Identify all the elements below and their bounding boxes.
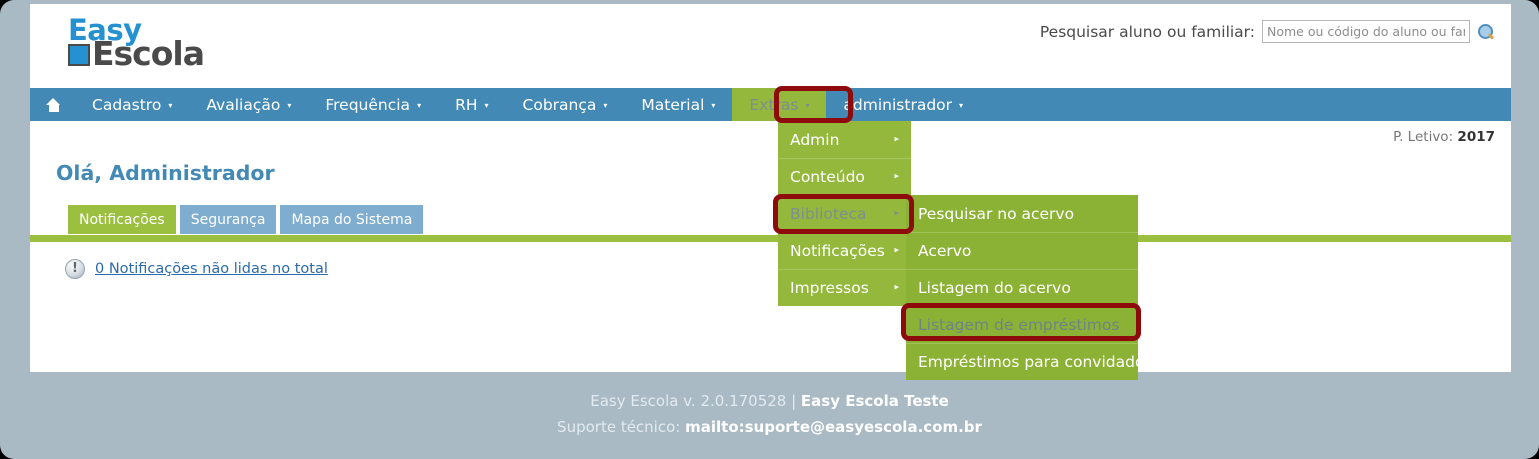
footer-support-line: Suporte técnico: mailto:suporte@easyesco… xyxy=(0,414,1539,440)
chevron-down-icon: ▾ xyxy=(417,100,422,110)
nav-label: Frequência xyxy=(325,95,411,114)
nav-label: RH xyxy=(455,95,478,114)
tab-divider xyxy=(30,235,1511,242)
tab-notificacoes[interactable]: Notificações xyxy=(68,205,176,234)
page-title: Olá, Administrador xyxy=(56,161,275,185)
nav-item-avaliacao[interactable]: Avaliação ▾ xyxy=(189,88,308,121)
menu-item-label: Acervo xyxy=(918,242,972,260)
chevron-right-icon: ▸ xyxy=(894,282,899,293)
main-content: P. Letivo: 2017 Olá, Administrador Notif… xyxy=(30,121,1511,366)
footer-version-line: Easy Escola v. 2.0.170528 | Easy Escola … xyxy=(0,388,1539,414)
dropdown-biblioteca: Pesquisar no acervo Acervo Listagem do a… xyxy=(906,195,1153,380)
chevron-right-icon: ▸ xyxy=(894,245,899,256)
nav-label: Material xyxy=(641,95,705,114)
menu-item-listagem-do-acervo[interactable]: Listagem do acervo xyxy=(906,269,1138,306)
logo-text-easy: Easy xyxy=(68,13,142,47)
chevron-down-icon: ▾ xyxy=(287,100,292,110)
page-card: Easy Escola Pesquisar aluno ou familiar:… xyxy=(30,4,1511,380)
chevron-down-icon: ▾ xyxy=(805,100,810,110)
menu-item-pesquisar-no-acervo[interactable]: Pesquisar no acervo xyxy=(906,195,1138,232)
menu-item-biblioteca[interactable]: Biblioteca ▸ xyxy=(778,195,911,232)
chevron-right-icon: ▸ xyxy=(894,171,899,182)
menu-item-label: Biblioteca xyxy=(790,205,867,223)
menu-item-label: Empréstimos para convidados xyxy=(918,353,1153,371)
site-header: Easy Escola Pesquisar aluno ou familiar: xyxy=(30,4,1511,88)
dropdown-extras: Admin ▸ Conteúdo ▸ Biblioteca ▸ Notifica… xyxy=(778,121,911,306)
periodo-letivo-value: 2017 xyxy=(1457,129,1495,145)
search-icon[interactable] xyxy=(1477,23,1495,41)
tab-label: Notificações xyxy=(79,211,165,228)
menu-item-label: Listagem de empréstimos xyxy=(918,316,1120,334)
menu-item-emprestimos-para-convidados[interactable]: Empréstimos para convidados xyxy=(906,343,1153,380)
unread-notifications-link[interactable]: 0 Notificações não lidas no total xyxy=(95,261,328,277)
notification-summary: 0 Notificações não lidas no total xyxy=(65,259,328,279)
footer-support-email[interactable]: mailto:suporte@easyescola.com.br xyxy=(685,418,982,436)
menu-item-acervo[interactable]: Acervo xyxy=(906,232,1138,269)
chevron-down-icon: ▾ xyxy=(959,100,964,110)
chevron-right-icon: ▸ xyxy=(894,208,899,219)
tab-seguranca[interactable]: Segurança xyxy=(179,205,277,234)
search-input[interactable] xyxy=(1262,20,1470,43)
chevron-down-icon: ▾ xyxy=(603,100,608,110)
nav-item-rh[interactable]: RH ▾ xyxy=(438,88,505,121)
periodo-letivo: P. Letivo: 2017 xyxy=(1393,129,1495,145)
easy-escola-logo[interactable]: Easy Escola xyxy=(48,14,278,76)
menu-item-conteudo[interactable]: Conteúdo ▸ xyxy=(778,158,911,195)
nav-label: administrador xyxy=(843,95,953,114)
periodo-letivo-label: P. Letivo: xyxy=(1393,129,1454,145)
tab-label: Segurança xyxy=(190,211,266,228)
nav-item-administrador[interactable]: administrador ▾ xyxy=(826,88,980,121)
chevron-down-icon: ▾ xyxy=(711,100,716,110)
chevron-down-icon: ▾ xyxy=(484,100,489,110)
logo-square-icon xyxy=(68,44,90,66)
menu-item-notificacoes[interactable]: Notificações ▸ xyxy=(778,232,911,269)
menu-item-label: Impressos xyxy=(790,279,869,297)
info-exclamation-icon xyxy=(65,259,85,279)
nav-item-cobranca[interactable]: Cobrança ▾ xyxy=(506,88,625,121)
nav-item-home[interactable] xyxy=(30,88,75,121)
nav-item-cadastro[interactable]: Cadastro ▾ xyxy=(75,88,189,121)
menu-item-admin[interactable]: Admin ▸ xyxy=(778,121,911,158)
menu-item-label: Notificações xyxy=(790,242,885,260)
menu-item-label: Listagem do acervo xyxy=(918,279,1071,297)
main-navigation: Cadastro ▾ Avaliação ▾ Frequência ▾ RH ▾… xyxy=(30,88,1511,121)
menu-item-label: Admin xyxy=(790,130,840,149)
content-tabs: Notificações Segurança Mapa do Sistema xyxy=(68,205,424,234)
footer-instance-name: Easy Escola Teste xyxy=(800,392,949,410)
home-icon xyxy=(46,97,61,112)
site-footer: Easy Escola v. 2.0.170528 | Easy Escola … xyxy=(0,376,1539,459)
nav-item-frequencia[interactable]: Frequência ▾ xyxy=(308,88,438,121)
nav-item-material[interactable]: Material ▾ xyxy=(624,88,732,121)
search-label: Pesquisar aluno ou familiar: xyxy=(1039,22,1255,41)
menu-item-label: Pesquisar no acervo xyxy=(918,204,1075,223)
logo-text-escola: Escola xyxy=(92,34,205,73)
nav-label: Cadastro xyxy=(92,95,162,114)
menu-item-listagem-de-emprestimos[interactable]: Listagem de empréstimos xyxy=(906,306,1138,343)
nav-label: Avaliação xyxy=(206,95,281,114)
menu-item-label: Conteúdo xyxy=(790,168,865,186)
nav-label: Cobrança xyxy=(522,95,597,114)
chevron-down-icon: ▾ xyxy=(168,100,173,110)
chevron-right-icon: ▸ xyxy=(894,134,899,144)
tab-mapa-do-sistema[interactable]: Mapa do Sistema xyxy=(280,205,424,234)
footer-support-label: Suporte técnico: xyxy=(557,418,686,436)
nav-item-extras[interactable]: Extras ▾ xyxy=(732,88,827,121)
student-search-area: Pesquisar aluno ou familiar: xyxy=(1040,20,1495,43)
footer-version-text: Easy Escola v. 2.0.170528 | xyxy=(590,392,801,410)
nav-label: Extras xyxy=(749,95,799,114)
tab-label: Mapa do Sistema xyxy=(291,211,413,228)
menu-item-impressos[interactable]: Impressos ▸ xyxy=(778,269,911,306)
